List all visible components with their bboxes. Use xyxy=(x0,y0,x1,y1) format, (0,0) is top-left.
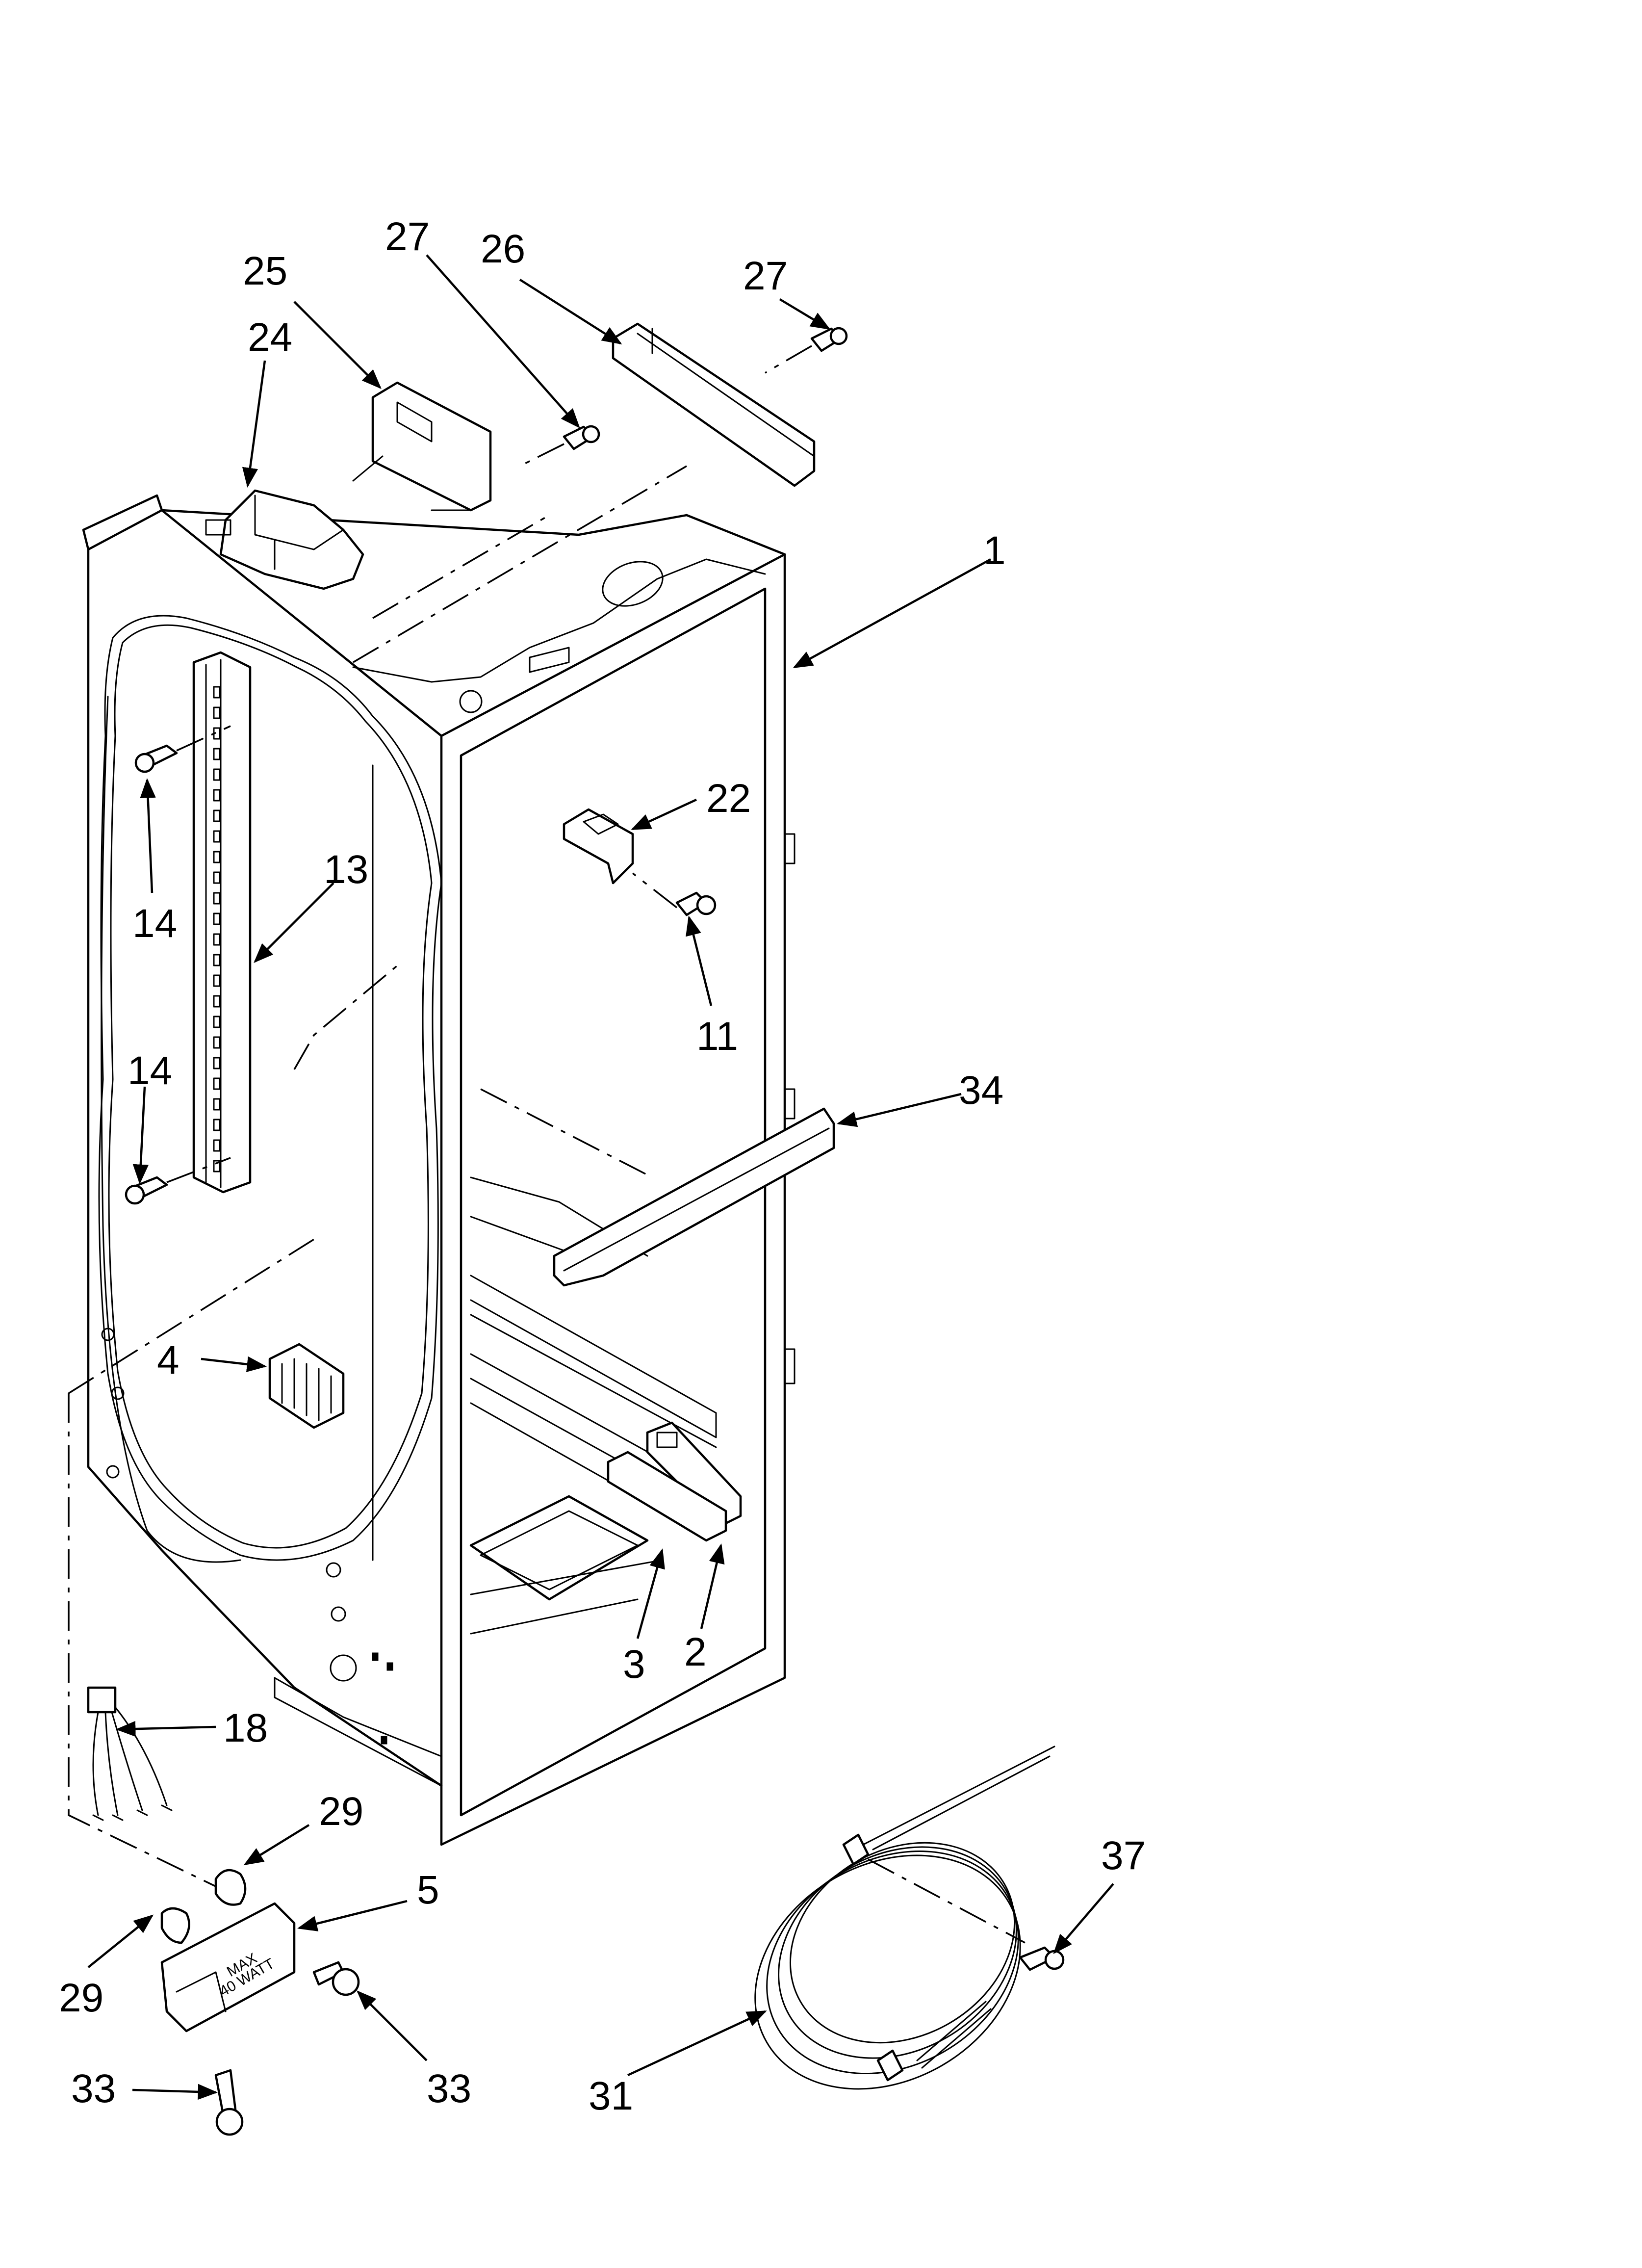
callout-2: 2 xyxy=(684,1630,707,1674)
crossbar xyxy=(553,1107,835,1287)
callout-11: 11 xyxy=(696,1014,738,1059)
ladder-slot xyxy=(213,1139,221,1152)
callout-37: 37 xyxy=(1101,1833,1146,1878)
tubing-coil xyxy=(754,1746,1055,2090)
bottom-bracket-3 xyxy=(607,1451,727,1542)
callout-1: 1 xyxy=(983,528,1006,573)
callout-4: 4 xyxy=(157,1338,180,1382)
air-grille xyxy=(268,1343,345,1429)
cover-bracket xyxy=(352,381,492,512)
callout-26: 26 xyxy=(481,227,525,271)
ladder-slot xyxy=(213,933,221,946)
callout-18: 18 xyxy=(223,1706,268,1750)
ladder-slot xyxy=(213,706,221,719)
wire-harness xyxy=(87,1686,173,1821)
callout-33-right: 33 xyxy=(427,2066,471,2111)
coil-screw xyxy=(1019,1946,1065,1971)
ladder-slot xyxy=(213,1057,221,1069)
ladder-slot xyxy=(213,892,221,905)
ladder-slot xyxy=(213,1036,221,1049)
ladder-slot xyxy=(213,748,221,760)
callout-34: 34 xyxy=(959,1068,1003,1113)
push-pin-bottom xyxy=(214,2069,244,2136)
callout-29-upper: 29 xyxy=(319,1789,363,1834)
screw-top-right xyxy=(765,327,848,374)
ladder-slot xyxy=(213,686,221,699)
bracket-screw xyxy=(632,872,717,916)
ladder-slot xyxy=(213,912,221,925)
callout-3: 3 xyxy=(623,1642,645,1687)
control-housing xyxy=(205,489,364,590)
leader-lines xyxy=(87,254,1114,2100)
screw-upper xyxy=(134,725,231,773)
callout-13: 13 xyxy=(324,847,368,892)
ladder-slot xyxy=(213,789,221,802)
callout-27-left: 27 xyxy=(385,214,430,259)
ladder-slot xyxy=(213,1016,221,1028)
ladder-slot xyxy=(213,871,221,884)
callout-24: 24 xyxy=(248,315,292,360)
ladder-slot xyxy=(213,809,221,822)
shelf-ladder xyxy=(192,651,252,1194)
top-channel xyxy=(612,322,816,487)
ladder-slot xyxy=(213,1077,221,1090)
callout-22: 22 xyxy=(706,776,751,821)
ladder-slot xyxy=(213,1119,221,1131)
callout-14-lower: 14 xyxy=(128,1048,172,1093)
screw-top-left xyxy=(519,425,600,467)
callout-25: 25 xyxy=(243,249,287,293)
ladder-slot xyxy=(213,995,221,1008)
ladder-slot xyxy=(213,830,221,843)
screw-lower xyxy=(125,1157,231,1205)
ladder-slot xyxy=(213,1160,221,1173)
cabinet-liner xyxy=(68,465,795,1890)
push-pin-right xyxy=(312,1961,360,1996)
callout-29-lower: 29 xyxy=(59,1976,103,2020)
bottom-bracket-2 xyxy=(646,1421,742,1527)
callout-33-left: 33 xyxy=(71,2066,116,2111)
wire-clip-upper xyxy=(214,1869,247,1906)
ladder-slot xyxy=(213,851,221,863)
callout-27-right: 27 xyxy=(743,254,788,298)
ladder-slot xyxy=(213,974,221,987)
ladder-slot xyxy=(213,954,221,966)
ladder-slot xyxy=(213,1098,221,1111)
callout-labels: 1 2 3 4 5 11 13 14 14 18 22 24 25 26 27 … xyxy=(59,214,1146,2118)
callout-5: 5 xyxy=(417,1868,439,1912)
light-socket: MAX 40 WATT xyxy=(160,1902,296,2033)
mounting-bracket xyxy=(563,808,634,885)
callout-14-upper: 14 xyxy=(132,901,177,946)
ladder-slot xyxy=(213,768,221,781)
callout-31: 31 xyxy=(589,2074,633,2118)
wire-clip-lower xyxy=(160,1907,190,1944)
